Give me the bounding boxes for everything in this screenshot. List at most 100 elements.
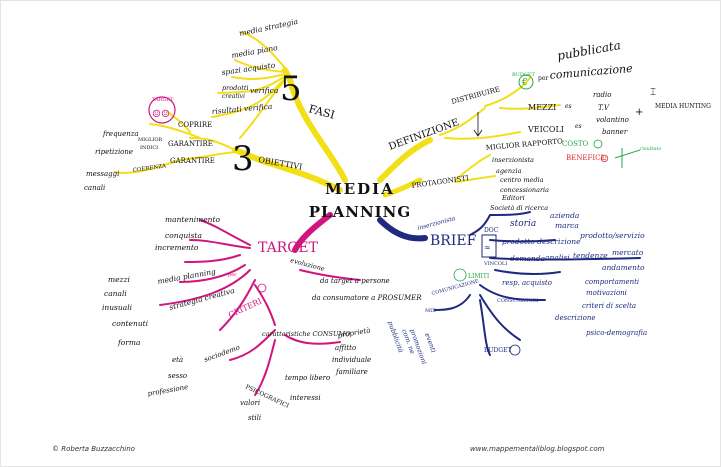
brief-eventi: eventi (423, 332, 437, 354)
brief-analisi: analisi (545, 253, 570, 262)
footer-url: www.mappementaliblog.blogspot.com (470, 445, 605, 453)
brief-limiti: LIMITI (468, 273, 490, 280)
fasi-group: 5 FASI media strategia media piano spazi… (211, 17, 336, 122)
fasi-item: risultati verifica (211, 102, 272, 116)
target-sub (184, 254, 241, 263)
navy-branches (377, 211, 641, 356)
brief-sub (489, 257, 641, 261)
target-evol-text1: da target a persone (320, 277, 390, 285)
magenta-branches (159, 212, 361, 396)
target-strategia: strategia creativa (168, 286, 235, 312)
target-label: TARGET (258, 240, 319, 256)
brief-sub (434, 294, 471, 311)
yellow-branches (114, 31, 561, 198)
brief-sub (479, 294, 521, 341)
brief-prodotto: prodotto/servizio (580, 231, 645, 240)
protagonisti-label: PROTAGONISTI (411, 174, 469, 190)
obiettivi-messaggi: messaggi (86, 170, 119, 178)
people-glyph: ☺☺ (152, 109, 170, 120)
brief-storia: storia (510, 219, 536, 229)
def-miglior-rapporto: MIGLIOR RAPPORTO (485, 137, 563, 152)
brief-label: BRIEF (430, 233, 477, 249)
brief-sub (469, 214, 491, 236)
def-benefici: BENEFICI (566, 154, 603, 162)
def-pubblicata: pubblicata (556, 38, 622, 63)
def-es1: es (565, 103, 572, 110)
fasi-sub (211, 77, 286, 118)
obiettivi-sub (167, 111, 191, 133)
target-small-circle (148, 96, 176, 124)
target-affitto: affitto (335, 344, 356, 352)
brief-inserzionista: inserzionista (417, 215, 457, 232)
brief-prodotto-descr: prodotto descrizione (502, 237, 581, 246)
def-euro: € (521, 78, 528, 88)
protagonisti-item: Editori (501, 194, 525, 202)
fasi-sub (239, 79, 286, 139)
target-sub (284, 334, 341, 345)
center-title-line2: PLANNING (309, 203, 411, 221)
brief-sub (494, 269, 561, 276)
target-stili: stili (248, 414, 261, 422)
target-inusuali: inusuali (102, 303, 133, 312)
def-tv: T.V (598, 104, 610, 112)
def-costo: COSTO (562, 140, 589, 148)
target-branch (292, 212, 333, 253)
target-interessi: interessi (290, 394, 321, 402)
obiettivi-garantire1: GARANTIRE (168, 140, 213, 148)
target-sub (254, 339, 276, 396)
obiettivi-number: 3 (232, 139, 254, 179)
brief-comportamenti: comportamenti (585, 278, 639, 286)
def-risultato: risultato (640, 146, 661, 152)
target-per: per (228, 272, 237, 278)
target-conquista: conquista (165, 231, 202, 240)
brief-marca: marca (555, 221, 579, 230)
def-banner: banner (602, 128, 628, 136)
def-veicoli: VEICOLI (527, 125, 564, 134)
protagonisti-item: inserzionista (492, 156, 534, 164)
target-professione: professione (147, 383, 189, 398)
fasi-item: spazi acquisto (221, 60, 276, 76)
protagonisti-sub (454, 175, 496, 183)
fasi-item: creativi (222, 93, 245, 100)
target-evoluzione: evoluzione (289, 256, 325, 273)
center-node: MEDIA PLANNING (309, 180, 411, 221)
target-individuale: individuale (332, 356, 371, 364)
smile-icon: ☺ (600, 154, 609, 165)
target-criteri: CRITERI (227, 297, 263, 320)
obiettivi-canali: canali (84, 184, 105, 192)
brief-psico: psico-demografia (586, 329, 647, 337)
target-valori: valori (240, 399, 260, 407)
target-sub (229, 329, 276, 361)
risultato-arrow (614, 148, 641, 168)
brief-criteri: criteri di scelta (582, 302, 636, 310)
fasi-number: 5 (280, 69, 302, 109)
brief-descrizione: descrizione (555, 314, 596, 322)
brief-pubblicita: pubblicità (386, 320, 405, 354)
target-contenuti: contenuti (112, 319, 149, 328)
def-comunicazione: comunicazione (549, 62, 633, 82)
brief-budget: BUDGET (484, 347, 511, 354)
target-small-label: TARGET (152, 97, 174, 103)
brief-resp-acquisto: resp. acquisto (502, 279, 552, 287)
def-es2: es (575, 123, 582, 130)
definizione-group: DEFINIZIONE DISTRIBUIRE BUDGET € per pub… (387, 38, 711, 168)
target-sub (189, 239, 251, 249)
brief-comunicazione: COMUNICAZIONE (431, 278, 480, 296)
obiettivi-group: 3 OBIETTIVI TARGET ☺☺ COPRIRE frequenza … (84, 96, 303, 192)
protagonisti-branch (382, 177, 423, 198)
doc-icon (481, 234, 497, 258)
protagonisti-item: centro media (500, 176, 544, 184)
definizione-sub (499, 104, 561, 110)
fasi-branch (282, 67, 348, 183)
brief-vincoli: VINCOLI (483, 261, 507, 267)
fasi-item: verifica (250, 86, 278, 95)
def-radio: radio (593, 91, 611, 99)
target-sociodemo: sociodemo (203, 343, 241, 363)
protagonisti-item: concessionaria (500, 186, 549, 194)
fasi-sub (231, 73, 286, 80)
target-media-planning: media planning (157, 267, 217, 286)
target-sub (199, 219, 251, 246)
brief-tendenze: tendenze (573, 251, 608, 260)
obiettivi-sub (189, 137, 236, 151)
